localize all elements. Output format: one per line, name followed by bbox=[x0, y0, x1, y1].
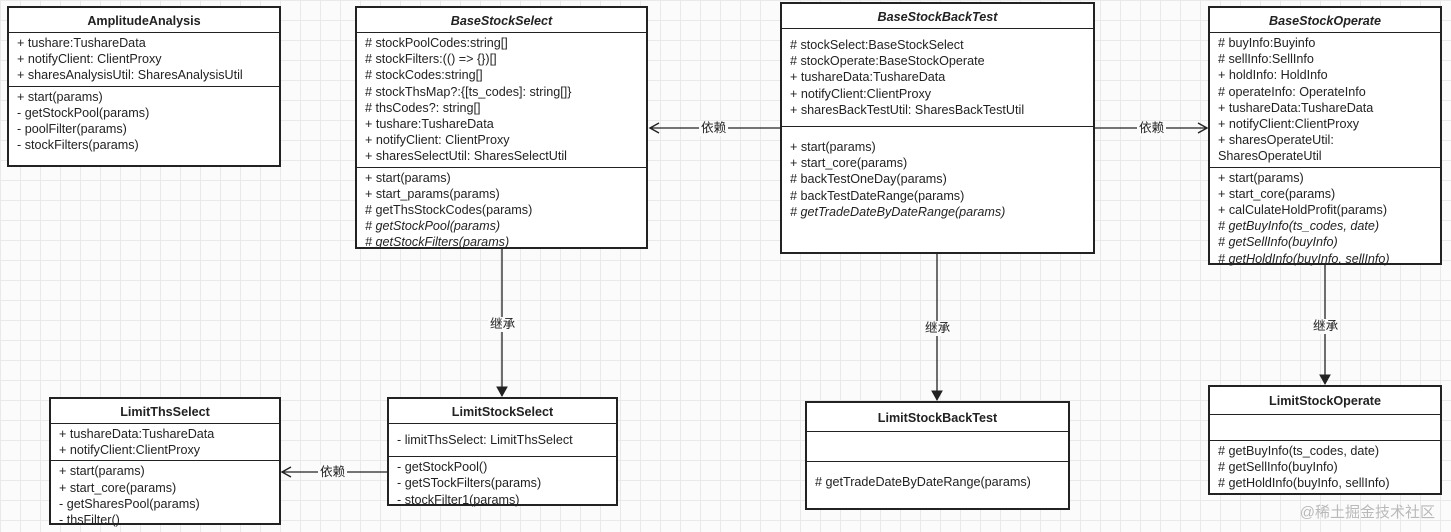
attribute: + sharesAnalysisUtil: SharesAnalysisUtil bbox=[17, 68, 243, 83]
attribute: + tushareData:TushareData bbox=[790, 70, 946, 85]
attributes-section: - limitThsSelect: LimitThsSelect bbox=[389, 424, 616, 458]
class-name: LimitStockSelect bbox=[389, 399, 616, 424]
attribute: # stockPoolCodes:string[] bbox=[365, 36, 508, 50]
attribute: + notifyClient: ClientProxy bbox=[17, 52, 162, 67]
attribute: # stockSelect:BaseStockSelect bbox=[790, 38, 964, 52]
attribute: - limitThsSelect: LimitThsSelect bbox=[397, 433, 573, 447]
method: + start(params) bbox=[790, 140, 876, 155]
method: # getHoldInfo(buyInfo, sellInfo) bbox=[1218, 476, 1390, 491]
attributes-section: + tushare:TushareData + notifyClient: Cl… bbox=[9, 33, 279, 87]
class-base-stock-operate[interactable]: BaseStockOperate # buyInfo:Buyinfo # sel… bbox=[1208, 6, 1442, 266]
attributes-section: # buyInfo:Buyinfo # sellInfo:SellInfo + … bbox=[1210, 33, 1440, 168]
attribute: # thsCodes?: string[] bbox=[365, 100, 481, 115]
attribute: + tushare:TushareData bbox=[365, 117, 494, 132]
class-amplitude-analysis[interactable]: AmplitudeAnalysis + tushare:TushareData … bbox=[7, 6, 281, 167]
method: + start_core(params) bbox=[790, 156, 908, 171]
class-limit-stock-operate[interactable]: LimitStockOperate # getBuyInfo(ts_codes,… bbox=[1208, 385, 1442, 495]
class-base-stock-select[interactable]: BaseStockSelect # stockPoolCodes:string[… bbox=[355, 6, 648, 249]
method: # getTradeDateByDateRange(params) bbox=[790, 204, 1006, 219]
attribute: # sellInfo:SellInfo bbox=[1218, 52, 1314, 67]
attribute: + tushareData:TushareData bbox=[1218, 100, 1374, 115]
attributes-section: + tushareData:TushareData + notifyClient… bbox=[51, 424, 279, 462]
attribute: + sharesSelectUtil: SharesSelectUtil bbox=[365, 149, 567, 164]
attribute: + tushare:TushareData bbox=[17, 36, 146, 50]
class-name: BaseStockOperate bbox=[1210, 8, 1440, 33]
method: + start_core(params) bbox=[1218, 186, 1336, 201]
method: + start(params) bbox=[17, 89, 103, 104]
method: - getSharesPool(params) bbox=[59, 496, 200, 511]
watermark: @稀土掘金技术社区 bbox=[1299, 504, 1435, 521]
method: - poolFilter(params) bbox=[17, 122, 127, 137]
class-name: LimitStockBackTest bbox=[807, 403, 1068, 432]
method: + calCulateHoldProfit(params) bbox=[1218, 203, 1388, 218]
class-limit-stock-select[interactable]: LimitStockSelect - limitThsSelect: Limit… bbox=[387, 397, 618, 507]
attribute: # operateInfo: OperateInfo bbox=[1218, 84, 1366, 99]
methods-section: # getTradeDateByDateRange(params) bbox=[807, 462, 1068, 492]
method: - getStockPool() bbox=[397, 460, 488, 475]
method: + start(params) bbox=[1218, 170, 1304, 185]
attributes-section bbox=[807, 432, 1068, 462]
dep-label-select: 依赖 bbox=[699, 121, 729, 136]
inh-label-operate: 继承 bbox=[1311, 319, 1341, 334]
method: - stockFilters(params) bbox=[17, 138, 139, 153]
class-name: LimitThsSelect bbox=[51, 399, 279, 424]
method: - getStockPool(params) bbox=[17, 105, 150, 120]
class-name: LimitStockOperate bbox=[1210, 387, 1440, 415]
class-limit-stock-backtest[interactable]: LimitStockBackTest # getTradeDateByDateR… bbox=[805, 401, 1070, 510]
methods-section: + start(params) + start_core(params) - g… bbox=[51, 461, 279, 530]
methods-section: # getBuyInfo(ts_codes, date) # getSellIn… bbox=[1210, 441, 1440, 494]
methods-section: + start(params) + start_core(params) + c… bbox=[1210, 168, 1440, 269]
attribute: + notifyClient: ClientProxy bbox=[365, 133, 510, 148]
attributes-section: # stockPoolCodes:string[] # stockFilters… bbox=[357, 33, 646, 168]
attribute: + sharesOperateUtil: SharesOperateUtil bbox=[1218, 133, 1334, 164]
method: + start(params) bbox=[365, 170, 451, 185]
method: # getStockFilters(params) bbox=[365, 235, 510, 250]
method: - stockFilter1(params) bbox=[397, 492, 520, 507]
method: + start(params) bbox=[59, 464, 145, 479]
method: + start_core(params) bbox=[59, 480, 177, 495]
class-name: BaseStockSelect bbox=[357, 8, 646, 33]
attributes-section: # stockSelect:BaseStockSelect # stockOpe… bbox=[782, 29, 1093, 128]
attribute: + holdInfo: HoldInfo bbox=[1218, 68, 1328, 83]
attribute: + notifyClient:ClientProxy bbox=[59, 443, 201, 458]
class-name: AmplitudeAnalysis bbox=[9, 8, 279, 33]
attribute: # stockCodes:string[] bbox=[365, 68, 483, 83]
methods-section: + start(params) - getStockPool(params) -… bbox=[9, 87, 279, 156]
attribute: # stockFilters:(() => {})[] bbox=[365, 52, 497, 67]
class-base-stock-backtest[interactable]: BaseStockBackTest # stockSelect:BaseStoc… bbox=[780, 2, 1095, 254]
attribute: + tushareData:TushareData bbox=[59, 427, 215, 441]
class-limit-ths-select[interactable]: LimitThsSelect + tushareData:TushareData… bbox=[49, 397, 281, 527]
method: # getTradeDateByDateRange(params) bbox=[815, 475, 1031, 489]
inh-label-select: 继承 bbox=[488, 317, 518, 332]
method: - getSTockFilters(params) bbox=[397, 476, 542, 491]
method: # getSellInfo(buyInfo) bbox=[1218, 235, 1338, 250]
dep-label-ths: 依赖 bbox=[318, 465, 348, 480]
method: # backTestDateRange(params) bbox=[790, 188, 965, 203]
method: + start_params(params) bbox=[365, 186, 500, 201]
dep-label-operate: 依赖 bbox=[1137, 121, 1167, 136]
method: # getThsStockCodes(params) bbox=[365, 203, 533, 218]
method: # getBuyInfo(ts_codes, date) bbox=[1218, 444, 1380, 458]
inh-label-backtest: 继承 bbox=[923, 321, 953, 336]
class-name: BaseStockBackTest bbox=[782, 4, 1093, 29]
method: # getBuyInfo(ts_codes, date) bbox=[1218, 219, 1380, 234]
method: # getSellInfo(buyInfo) bbox=[1218, 460, 1338, 475]
methods-section: + start(params) + start_params(params) #… bbox=[357, 168, 646, 253]
method: - thsFilter() bbox=[59, 513, 120, 528]
attribute: + notifyClient:ClientProxy bbox=[1218, 117, 1360, 132]
attribute: # stockThsMap?:{[ts_codes]: string[]} bbox=[365, 84, 572, 99]
method: # backTestOneDay(params) bbox=[790, 172, 947, 187]
attribute: + sharesBackTestUtil: SharesBackTestUtil bbox=[790, 102, 1025, 117]
method: # getStockPool(params) bbox=[365, 219, 501, 234]
attribute: # buyInfo:Buyinfo bbox=[1218, 36, 1316, 50]
methods-section: - getStockPool() - getSTockFilters(param… bbox=[389, 457, 616, 510]
method: # getHoldInfo(buyInfo, sellInfo) bbox=[1218, 251, 1390, 266]
attribute: + notifyClient:ClientProxy bbox=[790, 86, 932, 101]
methods-section: + start(params) + start_core(params) # b… bbox=[782, 127, 1093, 222]
attributes-section bbox=[1210, 415, 1440, 441]
attribute: # stockOperate:BaseStockOperate bbox=[790, 54, 985, 69]
